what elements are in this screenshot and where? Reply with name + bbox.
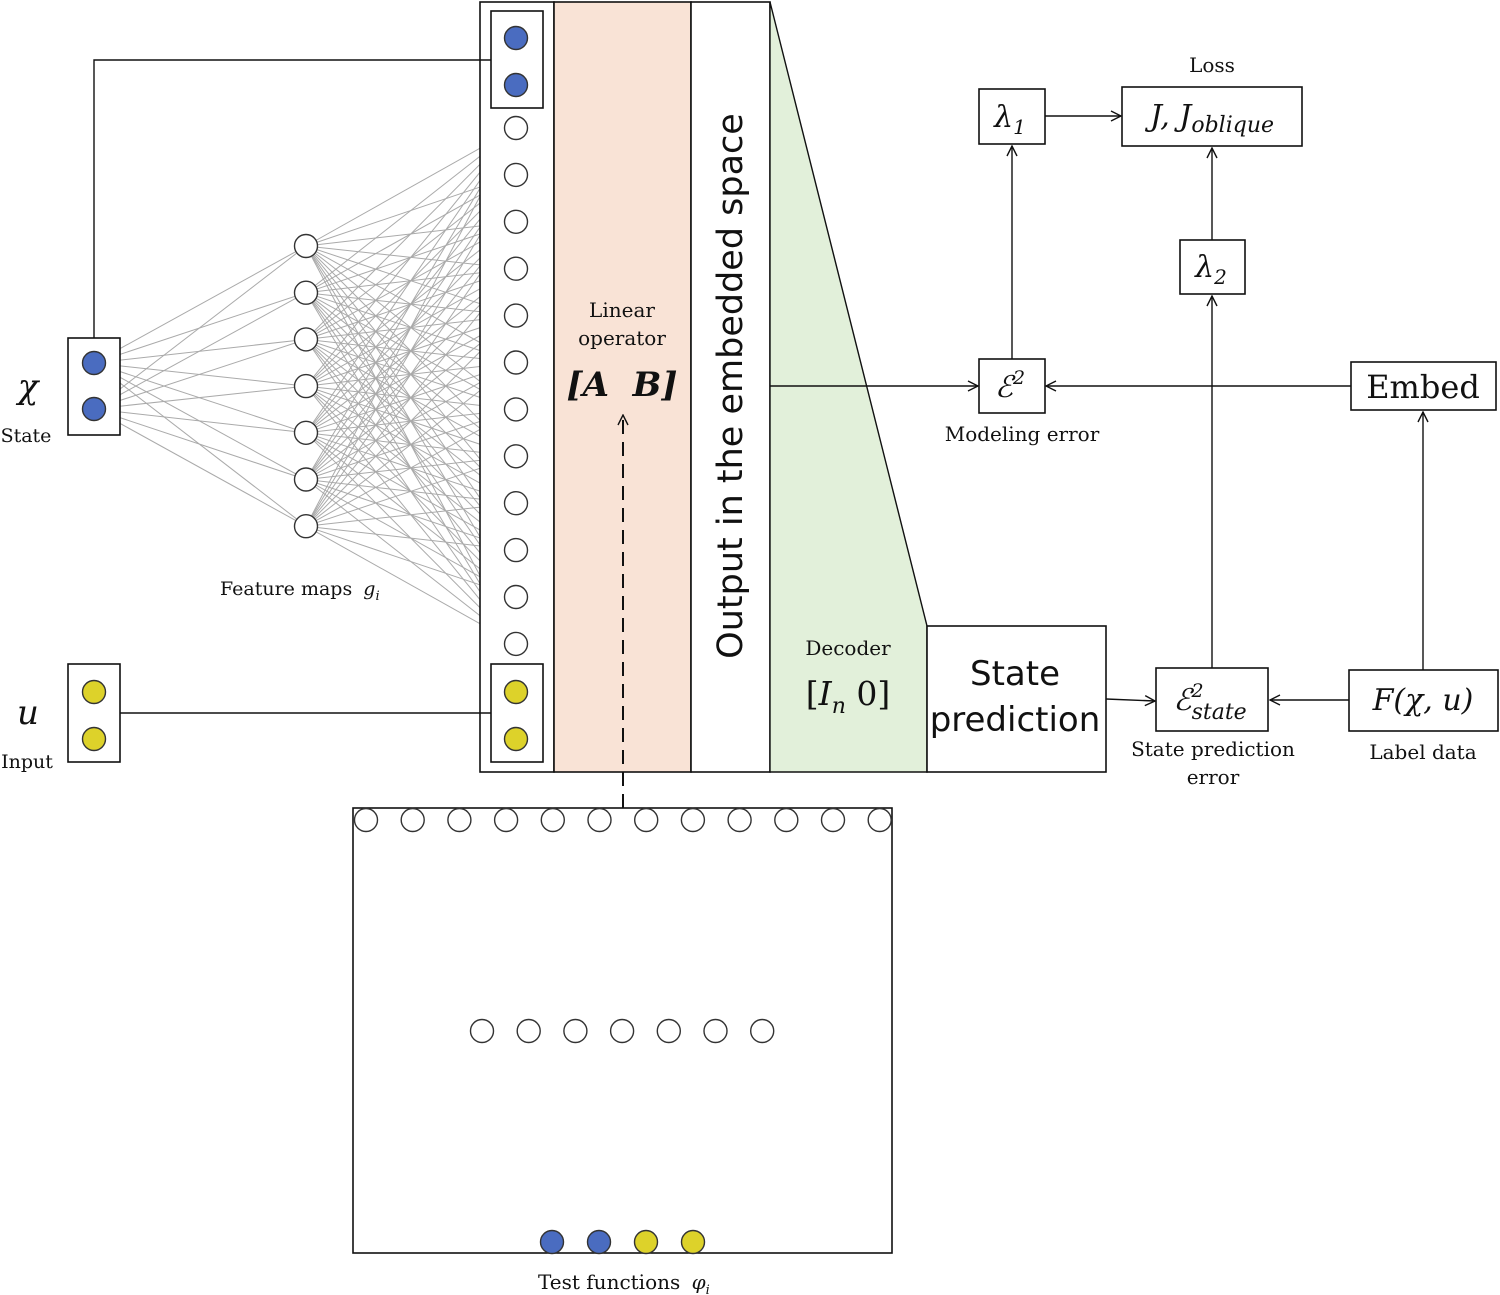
encoder-edge (93, 338, 307, 410)
state-prediction-line-1: State (970, 654, 1060, 694)
lifted-node (503, 303, 529, 328)
feature-hidden-node (293, 420, 319, 445)
embed-box (1350, 361, 1497, 411)
lifted-state-node (503, 72, 529, 98)
test-function-state-node (539, 1229, 565, 1255)
lifted-node (503, 350, 529, 375)
test-function-hidden-node (609, 1018, 635, 1044)
lifted-node (503, 397, 529, 422)
test-function-output-node (820, 807, 846, 833)
feature-hidden-node (293, 373, 319, 399)
test-function-output-node (587, 807, 612, 833)
loss-label: Loss (1189, 53, 1235, 77)
feature-hidden-node (293, 467, 319, 492)
loss-expression: J, Joblique (1144, 99, 1274, 138)
embed-label: Embed (1366, 368, 1480, 406)
test-function-state-node (586, 1229, 612, 1255)
feature-maps-label: Feature maps gi (220, 578, 380, 604)
lifted-node (503, 256, 529, 281)
lifted-node (503, 631, 529, 657)
test-function-hidden-node (750, 1018, 775, 1044)
decoder-label: Decoder (805, 636, 891, 660)
lifted-node (503, 209, 529, 235)
encoder-edge (93, 408, 307, 480)
encoder-edge (93, 408, 307, 434)
label-data-box (1348, 669, 1499, 732)
lifted-input-node (503, 726, 529, 752)
label-data-expr: F(χ, u) (1372, 683, 1474, 718)
test-function-output-node (493, 807, 519, 833)
feature-hidden-node (293, 280, 319, 305)
test-function-input-node (680, 1229, 706, 1255)
lifted-input-node (503, 679, 529, 705)
encoder-edge (93, 245, 307, 364)
encoder-edge (93, 408, 307, 527)
test-function-output-node (727, 807, 752, 833)
encoder-edge (93, 245, 307, 410)
feature-hidden-node (293, 233, 319, 259)
lambda1-symbol: λ1 (993, 100, 1026, 139)
test-function-hidden-node (469, 1018, 495, 1044)
test-function-output-node (353, 807, 379, 833)
test-function-output-node (867, 807, 892, 833)
encoder-edge (93, 385, 307, 410)
network-nodes (81, 25, 892, 1255)
feature-hidden-node (293, 514, 319, 539)
test-function-output-node (634, 807, 659, 833)
test-function-hidden-node (516, 1018, 541, 1044)
state-node (81, 350, 107, 376)
test-function-hidden-node (703, 1018, 728, 1044)
state-error-label-1: State prediction (1131, 737, 1295, 761)
decoder-matrix: [In 0] (806, 674, 890, 719)
lifted-node (503, 584, 529, 610)
test-function-output-node (540, 807, 565, 833)
input-node (81, 726, 107, 752)
lambda2-symbol: λ2 (1194, 250, 1227, 289)
arrow-state-prediction-to-state-error (1105, 699, 1155, 701)
test-function-hidden-node (563, 1018, 588, 1044)
state-prediction-box (926, 625, 1107, 773)
state-skip-wire (93, 59, 491, 338)
input-node (81, 679, 107, 705)
state-node (81, 396, 107, 422)
state-error-box (1155, 667, 1269, 732)
lambda2-box (1179, 239, 1246, 295)
test-function-hidden-node (656, 1018, 681, 1044)
linear-operator-label-1: Linear (589, 298, 655, 322)
feature-hidden-node (293, 327, 319, 352)
linear-operator-label-2: operator (578, 326, 666, 350)
loss-box (1121, 86, 1303, 147)
test-function-input-node (633, 1229, 659, 1255)
embedded-output-band (690, 1, 771, 773)
lifted-state-node (503, 25, 529, 51)
input-label: Input (1, 751, 53, 773)
lambda1-box (978, 88, 1046, 145)
modeling-error-label: Modeling error (945, 422, 1100, 446)
test-function-output-node (447, 807, 472, 833)
lifted-node (503, 162, 529, 188)
test-function-output-node (400, 807, 425, 833)
lifted-node (503, 444, 529, 469)
lifted-node (503, 491, 529, 516)
state-prediction-line-2: prediction (930, 700, 1101, 740)
lifted-node (503, 537, 529, 563)
input-symbol: u (17, 693, 39, 733)
lifted-node (503, 115, 529, 141)
test-functions-label: Test functions φi (538, 1270, 710, 1295)
modeling-error-symbol: ℰ2 (995, 367, 1025, 405)
encoder-edge (93, 292, 307, 410)
test-function-output-node (774, 807, 799, 833)
embedded-output-label: Output in the embedded space (711, 113, 751, 659)
test-function-output-node (680, 807, 706, 833)
state-symbol: χ (16, 367, 41, 407)
state-label: State (1, 425, 52, 447)
label-data-label: Label data (1369, 740, 1476, 764)
state-error-label-2: error (1187, 765, 1240, 789)
linear-operator-matrix: [A B] (567, 365, 678, 405)
